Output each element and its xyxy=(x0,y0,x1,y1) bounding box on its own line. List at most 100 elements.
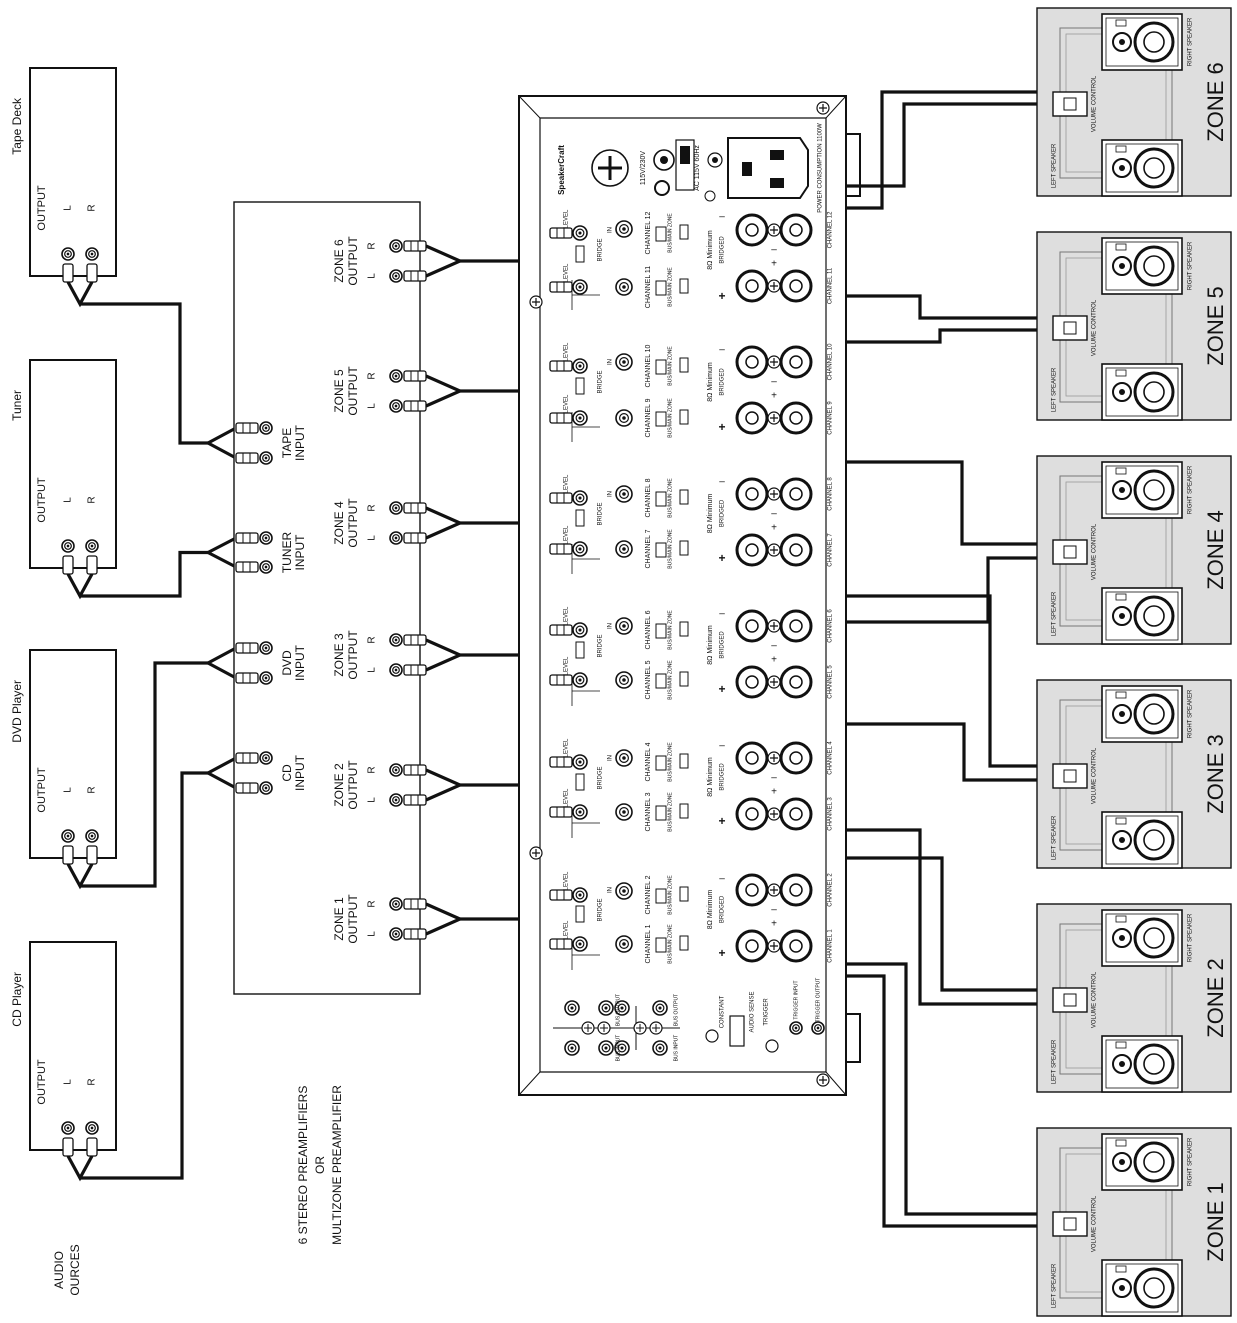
input-plug xyxy=(235,561,259,573)
output-y-cable xyxy=(425,374,464,408)
source-jack-right xyxy=(85,829,99,843)
channel-label: CHANNEL 5 xyxy=(645,660,652,699)
level-label: LEVEL xyxy=(564,606,570,625)
amp-input-jack xyxy=(572,358,588,374)
plug-body xyxy=(403,370,427,382)
output-zone-label: OUTPUT xyxy=(346,498,360,548)
output-plug xyxy=(403,502,427,514)
output-plug xyxy=(403,764,427,776)
left-channel-label: L xyxy=(367,535,378,541)
binding-post-center xyxy=(745,619,759,633)
jack-pin xyxy=(794,1026,798,1030)
speaker-inner xyxy=(1105,143,1179,193)
jack-pin xyxy=(658,1046,662,1050)
plus-sign: + xyxy=(771,655,777,666)
channel-label: CHANNEL 2 xyxy=(645,875,652,914)
output-plug xyxy=(403,400,427,412)
source-plug xyxy=(86,845,98,865)
jack-pin xyxy=(622,547,626,551)
plug-body xyxy=(549,674,573,686)
bus-main-label: BUS/MAIN ZONE xyxy=(667,660,673,700)
jack-pin xyxy=(622,678,626,682)
amp-input-jack xyxy=(572,279,588,295)
input-label: INPUT xyxy=(293,424,307,461)
minus-sign: – xyxy=(719,345,725,356)
in-label: IN xyxy=(608,359,614,365)
right-channel-label: R xyxy=(367,900,378,907)
volume-control-label: VOLUME CONTROL xyxy=(1092,747,1098,804)
tweeter-dome xyxy=(1119,389,1125,395)
input-plug xyxy=(235,672,259,684)
jack-pin xyxy=(622,492,626,496)
impedance-switch xyxy=(679,886,689,902)
input-y-cable xyxy=(207,756,237,790)
impedance-label: 8Ω Minimum xyxy=(707,230,714,270)
right-channel-label: R xyxy=(87,1078,98,1085)
ac-rating-label: AC 115V 60Hz xyxy=(694,145,701,191)
output-zone-label: ZONE 6 xyxy=(332,239,346,283)
bus-jack xyxy=(564,1040,580,1056)
bracket xyxy=(571,280,600,310)
source-y-cable xyxy=(66,281,94,308)
level-label: LEVEL xyxy=(564,263,570,282)
jack-pin xyxy=(264,426,268,430)
jack-pin xyxy=(570,1046,574,1050)
jack-pin xyxy=(264,536,268,540)
speaker-inner xyxy=(1105,241,1179,291)
output-jack xyxy=(389,897,403,911)
plug-body xyxy=(549,624,573,636)
bus-main-label: BUS/MAIN ZONE xyxy=(667,267,673,307)
screw-icon xyxy=(765,1039,779,1053)
output-zone-label: ZONE 4 xyxy=(332,501,346,545)
amp-input-plug xyxy=(549,543,573,555)
bevel-corner xyxy=(518,95,541,119)
output-zone-label: OUTPUT xyxy=(346,366,360,416)
bridge-switch xyxy=(575,773,585,791)
channel-label: CHANNEL 10 xyxy=(645,344,652,387)
fuse-icon xyxy=(598,156,622,180)
impedance-switch xyxy=(679,803,689,819)
jack-pin xyxy=(66,1126,70,1130)
binding-post-center xyxy=(789,279,803,293)
tweeter-dome xyxy=(1119,165,1125,171)
output-y-cable xyxy=(425,768,464,802)
output-channel-label: CHANNEL 9 xyxy=(828,401,834,435)
tweeter-dome xyxy=(1119,711,1125,717)
impedance-switch xyxy=(679,671,689,687)
binding-post-center xyxy=(745,807,759,821)
bracket xyxy=(571,544,600,574)
right-channel-label: R xyxy=(367,242,378,249)
bus-input-label: BUS INPUT xyxy=(615,1035,621,1062)
zone-label: ZONE 1 xyxy=(1203,1182,1228,1261)
speaker-inner xyxy=(1105,1263,1179,1313)
tweeter-dome xyxy=(1119,263,1125,269)
minus-sign: – xyxy=(771,773,777,784)
channel-label: CHANNEL 11 xyxy=(645,266,652,309)
impedance-switch xyxy=(679,489,689,505)
in-label: IN xyxy=(608,755,614,761)
binding-post-center xyxy=(745,411,759,425)
jack-pin xyxy=(578,760,582,764)
screw-slot xyxy=(532,298,540,306)
tweeter-dome xyxy=(1119,613,1125,619)
right-channel-label: R xyxy=(367,636,378,643)
brand-label: SpeakerCraft xyxy=(557,145,566,195)
jack-pin xyxy=(66,834,70,838)
volume-control-label: VOLUME CONTROL xyxy=(1092,75,1098,132)
bevel-corner xyxy=(825,1071,847,1096)
input-label: INPUT xyxy=(293,754,307,791)
speaker-inner xyxy=(1105,591,1179,641)
right-channel-label: R xyxy=(367,504,378,511)
input-jack xyxy=(259,641,273,655)
right-speaker xyxy=(1101,237,1183,295)
volume-knob-icon xyxy=(1063,97,1077,111)
input-jack xyxy=(259,671,273,685)
speaker-inner xyxy=(1105,815,1179,865)
output-zone-label: ZONE 3 xyxy=(332,633,346,677)
mode-switch xyxy=(655,359,667,375)
bus-output-label: BUS OUTPUT xyxy=(615,994,621,1026)
plus-sign: + xyxy=(771,787,777,798)
